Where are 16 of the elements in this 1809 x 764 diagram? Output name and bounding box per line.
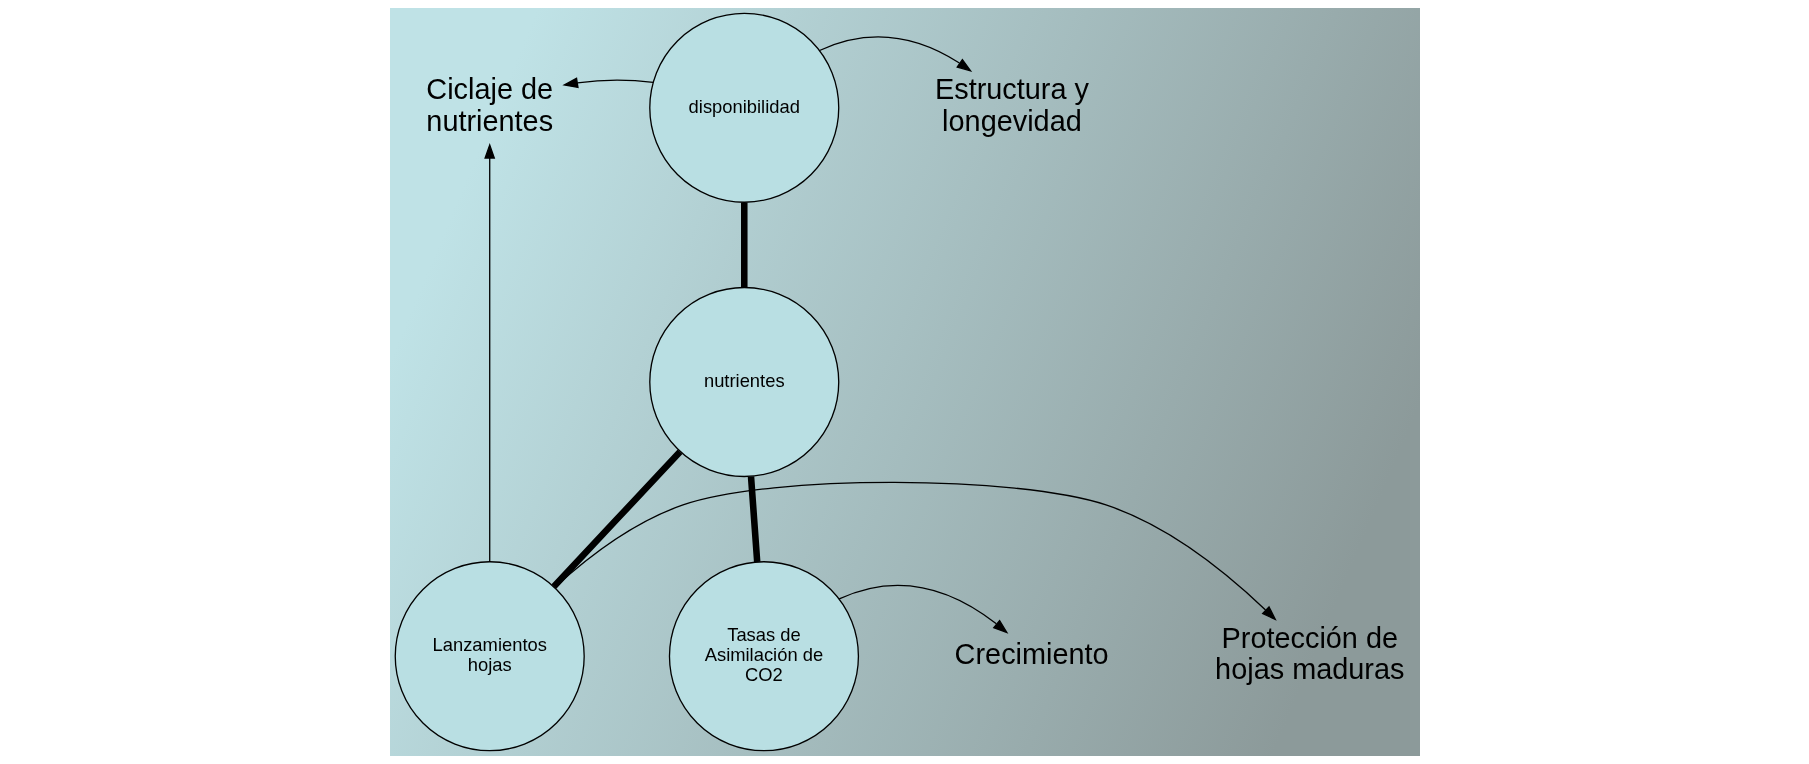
connector — [551, 449, 682, 589]
node-text: Crecimiento — [954, 637, 1109, 670]
connector — [747, 476, 760, 563]
node-text: Ciclaje de nutrientes — [425, 73, 553, 137]
arrow — [818, 36, 972, 72]
node-circle: Tasas de Asimilación de CO2 — [668, 561, 859, 752]
node-circle: disponibilidad — [648, 12, 839, 203]
arrow — [561, 77, 654, 89]
node-circle: Lanzamientos hojas — [394, 561, 585, 752]
arrow — [553, 481, 1277, 621]
arrow — [483, 142, 495, 563]
connector — [740, 202, 748, 288]
node-text: Estructura y longevidad — [934, 73, 1089, 137]
node-text: Protección de hojas maduras — [1214, 621, 1404, 686]
node-circle: nutrientes — [648, 286, 839, 478]
arrow — [838, 584, 1008, 634]
